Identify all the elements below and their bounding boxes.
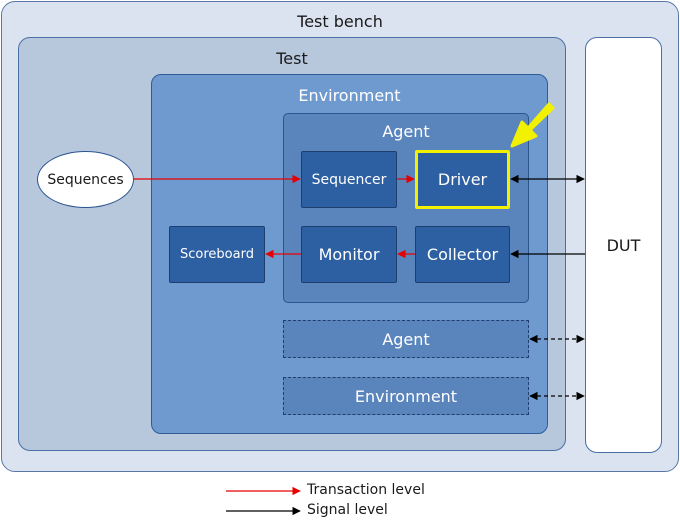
driver-block: Driver bbox=[415, 150, 510, 209]
dut-block: DUT bbox=[585, 37, 662, 453]
legend-transaction-label: Transaction level bbox=[307, 482, 425, 498]
secondary-environment-block: Environment bbox=[283, 377, 529, 415]
test-bench-label: Test bench bbox=[297, 12, 383, 31]
test-label: Test bbox=[276, 49, 308, 68]
highlight-arrow-icon bbox=[510, 102, 555, 148]
collector-block: Collector bbox=[415, 226, 510, 283]
environment-label: Environment bbox=[298, 86, 401, 105]
scoreboard-block: Scoreboard bbox=[169, 226, 265, 283]
monitor-block: Monitor bbox=[301, 226, 397, 283]
sequencer-block: Sequencer bbox=[301, 151, 397, 208]
secondary-agent-block: Agent bbox=[283, 320, 529, 358]
sequences-ellipse: Sequences bbox=[37, 151, 134, 208]
agent-label: Agent bbox=[382, 122, 430, 141]
legend-signal-label: Signal level bbox=[307, 502, 388, 518]
